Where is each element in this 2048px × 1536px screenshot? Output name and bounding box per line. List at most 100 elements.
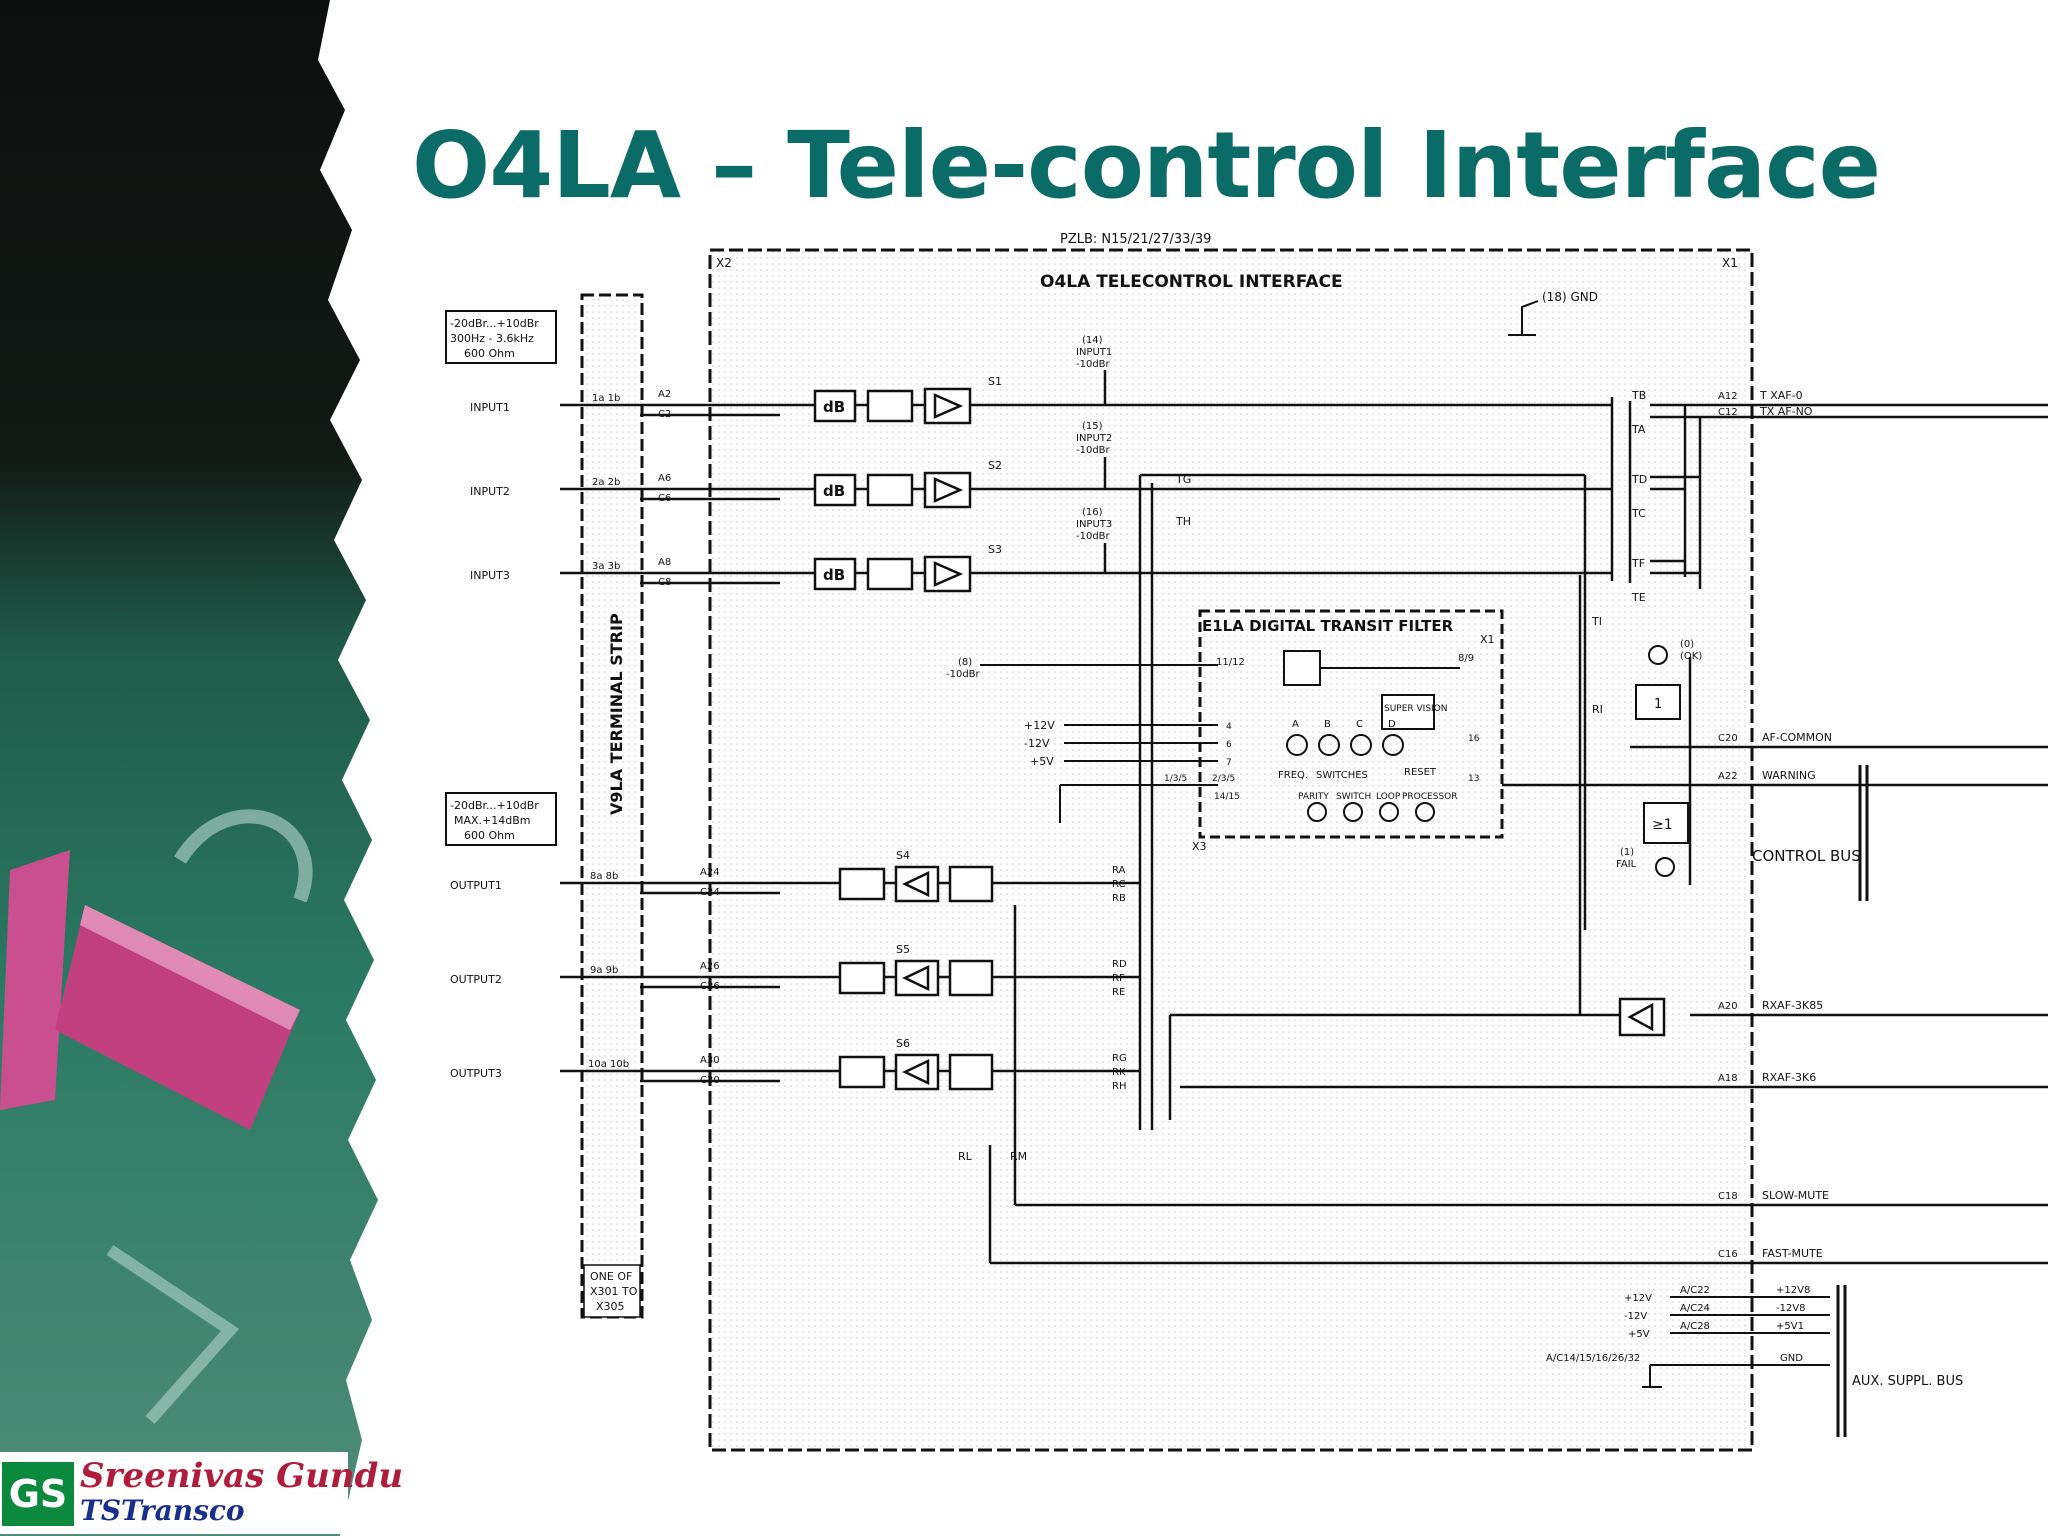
right-signals: A12 T XAF-0 C12 TX AF-NO C20 AF-COMMON A… (1718, 389, 1832, 1260)
relay-label: RK (1112, 1067, 1126, 1078)
control-bus-label: CONTROL BUS (1752, 847, 1861, 865)
signal-pin: C20 (1718, 733, 1738, 744)
transit-label: TI (1591, 615, 1602, 628)
switch-letter: A (1292, 719, 1299, 730)
chalkboard-background (0, 0, 378, 1536)
transit-label: TH (1175, 515, 1191, 528)
transit-label: RI (1592, 703, 1603, 716)
output-a-pin: A24 (700, 867, 720, 878)
signal-pin: A20 (1718, 1001, 1738, 1012)
input-channel-1: INPUT1 1a 1b A2 C2 S1 (14) INPUT1 -10dBr (470, 335, 1112, 420)
filter-level-num: (8) (958, 657, 972, 668)
amp-block (923, 471, 972, 509)
db-label: dB (823, 566, 845, 584)
aux-amp-block (1618, 997, 1666, 1037)
filter-pins-out: 8/9 (1458, 653, 1474, 664)
switch-letter: D (1388, 719, 1396, 730)
transformer-block (866, 389, 914, 423)
db-labels: dB dB dB (823, 398, 845, 584)
lamp-label: LOOP (1376, 792, 1401, 802)
relay-label: RD (1112, 959, 1127, 970)
aux-voltage: +12V (1624, 1293, 1652, 1304)
input-tap-name: INPUT1 (1076, 347, 1112, 358)
aux-label: +12V8 (1776, 1285, 1810, 1296)
filter-pin: 13 (1468, 774, 1479, 784)
input-label: INPUT2 (470, 485, 510, 498)
relay-label: RG (1112, 1053, 1127, 1064)
input-tap-name: INPUT3 (1076, 519, 1112, 530)
diagram-title: O4LA TELECONTROL INTERFACE (1040, 272, 1343, 292)
aux-supply: +12V A/C22 +12V8 -12V A/C24 -12V8 +5V A/… (1546, 1285, 1963, 1437)
filter-pin: 16 (1468, 734, 1480, 744)
switches-label: SWITCHES (1316, 770, 1368, 781)
relay-label: RA (1112, 865, 1126, 876)
input-tap-name: INPUT2 (1076, 433, 1112, 444)
transit-label: RL (958, 1150, 973, 1163)
ok-indicator-label: (0) (1680, 639, 1694, 650)
transformer-block (838, 1055, 886, 1089)
input-spec-line: -20dBr...+10dBr (450, 317, 539, 330)
input-switch: S1 (988, 375, 1002, 388)
input-label: INPUT3 (470, 569, 510, 582)
transformer-block (838, 867, 886, 901)
db-label: dB (823, 398, 845, 416)
output-label: OUTPUT1 (450, 879, 502, 892)
filter-pin: 2/3/5 (1212, 774, 1235, 784)
output-pins: 9a 9b (590, 965, 618, 976)
relay-label: RC (1112, 879, 1125, 890)
aux-bus-label: AUX. SUPPL. BUS (1852, 1374, 1963, 1389)
gnd-symbol: (18) GND (1508, 290, 1598, 336)
logo-org: TSTransco (80, 1494, 245, 1527)
transit-label: TE (1631, 591, 1646, 604)
input-spec-line: 300Hz - 3.6kHz (450, 332, 534, 345)
output-spec-box: -20dBr...+10dBr MAX.+14dBm 600 Ohm (445, 792, 557, 846)
switch-block (948, 1053, 994, 1091)
freq-label: FREQ. (1278, 770, 1308, 781)
relay-label: RF (1112, 973, 1125, 984)
db-block (813, 389, 857, 423)
output-channel-3: OUTPUT3 10a 10b A30 C30 S6 RG RK RH (450, 1037, 1127, 1092)
aux-pin: A/C24 (1680, 1303, 1710, 1314)
terminal-note-line: ONE OF (590, 1270, 632, 1283)
signal-pin: C12 (1718, 407, 1738, 418)
input-tap-level: -10dBr (1076, 531, 1111, 542)
relay-label: RH (1112, 1081, 1126, 1092)
signal-label: AF-COMMON (1762, 731, 1832, 744)
input-a-pin: A8 (658, 557, 671, 568)
filter-level: -10dBr (946, 669, 981, 680)
output-channel-1: OUTPUT1 8a 8b A24 C24 S4 RA RC RB (450, 849, 1126, 904)
header-ref: PZLB: N15/21/27/33/39 (1060, 232, 1211, 247)
reset-label: RESET (1404, 767, 1437, 778)
transit-label: TC (1631, 507, 1646, 520)
signal-pin: A12 (1718, 391, 1738, 402)
input-tap-level: -10dBr (1076, 359, 1111, 370)
signal-label: SLOW-MUTE (1762, 1189, 1829, 1202)
slide-title: O4LA – Tele-control Interface (412, 112, 1881, 219)
terminal-strip (580, 293, 644, 1319)
terminal-note-line: X301 TO (590, 1285, 638, 1298)
input-tap-num: (16) (1082, 507, 1103, 518)
transit-labels: TG TH TB TA TD TC TF TE TI RI RL RM (958, 389, 1647, 1163)
transit-label: TD (1631, 473, 1647, 486)
input-spec-box: -20dBr...+10dBr 300Hz - 3.6kHz 600 Ohm (445, 310, 557, 364)
output-label: OUTPUT2 (450, 973, 502, 986)
output-spec-line: 600 Ohm (464, 829, 515, 842)
filter-pin: 6 (1226, 740, 1232, 750)
filter-x1: X1 (1480, 633, 1495, 646)
output-label: OUTPUT3 (450, 1067, 502, 1080)
signal-label: RXAF-3K6 (1762, 1071, 1816, 1084)
lamp-label: PARITY (1298, 792, 1329, 802)
signal-label: T XAF-0 (1759, 389, 1803, 402)
filter-pin: 1/3/5 (1164, 774, 1187, 784)
output-pins: 8a 8b (590, 871, 618, 882)
lamp-label: PROCESSOR (1402, 792, 1458, 802)
lamp-label: SWITCH (1336, 792, 1371, 802)
signal-label: WARNING (1762, 769, 1816, 782)
aux-voltage: +5V (1628, 1329, 1650, 1340)
input-spec-line: 600 Ohm (464, 347, 515, 360)
frame-left-tag: X2 (716, 256, 732, 270)
logo-initials: GS (2, 1462, 74, 1526)
input-pins: 3a 3b (592, 561, 620, 572)
author-logo: GS Sreenivas Gundu TSTransco (0, 1452, 403, 1534)
switch-block (948, 959, 994, 997)
